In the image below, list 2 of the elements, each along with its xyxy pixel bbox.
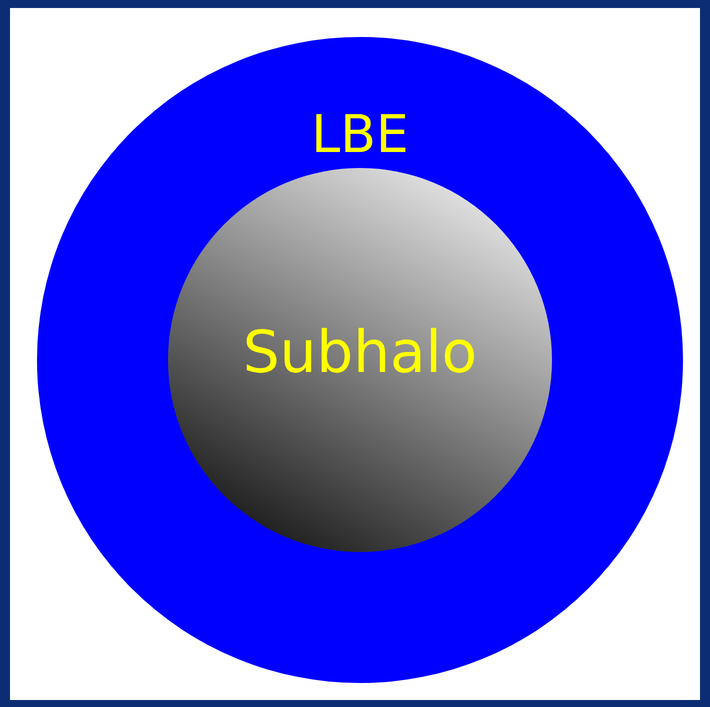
circle-label: LBE <box>311 105 409 165</box>
circle-label: Subhalo <box>242 318 478 386</box>
